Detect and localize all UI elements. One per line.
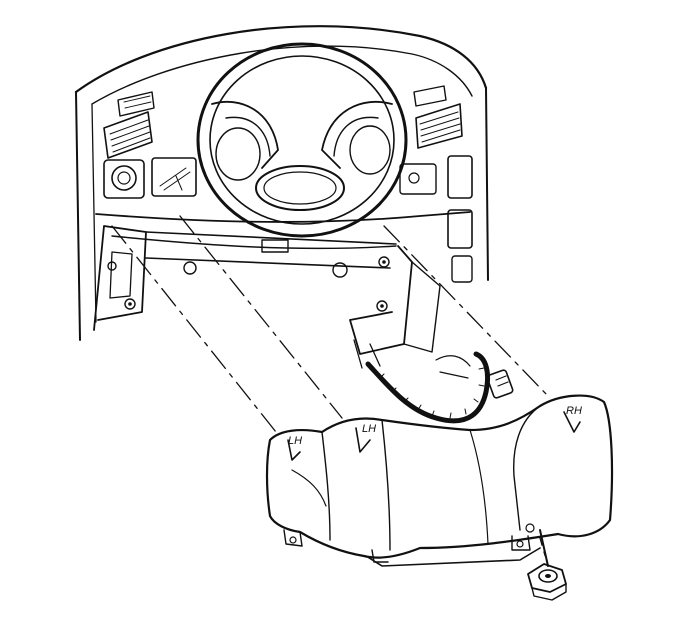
callout-text: LH	[288, 435, 302, 447]
left-upper-vent	[117, 91, 155, 117]
tab-callout-lh-left: LH	[288, 435, 302, 447]
callout-text: RH	[566, 405, 582, 417]
callout-text: LH	[362, 423, 376, 435]
steering-column-bracket	[93, 225, 471, 379]
tab-callout-rh-right: RH	[566, 405, 582, 417]
left-air-vent	[103, 111, 153, 159]
steering-wheel	[196, 42, 408, 238]
retaining-fastener	[527, 529, 567, 601]
knee-bolster-panel	[265, 394, 614, 567]
right-air-vent	[415, 103, 463, 149]
tab-callout-lh-center: LH	[362, 423, 376, 435]
headlamp-switch-knob	[103, 159, 145, 199]
instrument-panel	[74, 25, 489, 341]
right-upper-vent	[413, 85, 447, 107]
dash-switch-panel	[151, 157, 197, 197]
wiring-harness	[365, 351, 514, 424]
right-switch-bank	[399, 155, 473, 283]
